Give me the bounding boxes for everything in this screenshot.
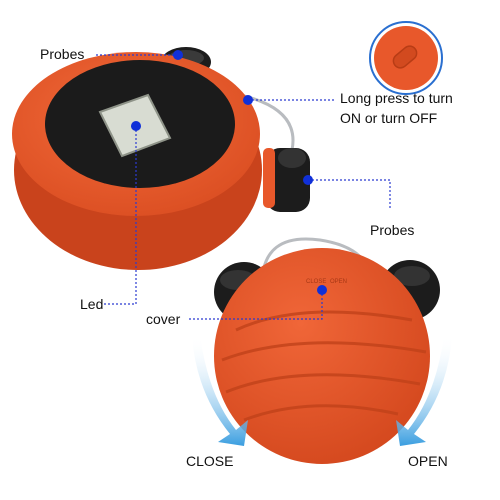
power-button-icon bbox=[392, 45, 418, 69]
rotate-open-arrow-icon bbox=[396, 335, 452, 446]
cover-mark-open: OPEN bbox=[330, 279, 347, 285]
marker-led bbox=[131, 121, 141, 131]
label-led: Led bbox=[80, 296, 104, 312]
power-button-inset bbox=[369, 21, 443, 95]
cover-ridges bbox=[221, 310, 427, 422]
label-close: CLOSE bbox=[186, 453, 234, 469]
top-timer-device bbox=[12, 47, 310, 270]
marker-power-button bbox=[243, 95, 253, 105]
label-open: OPEN bbox=[408, 453, 448, 469]
label-probes-right: Probes bbox=[370, 222, 415, 238]
right-probe bbox=[263, 148, 310, 212]
cover-marks: CLOSE OPEN bbox=[306, 279, 347, 285]
leader-lines bbox=[96, 54, 391, 320]
label-power-line2: ON or turn OFF bbox=[340, 110, 438, 126]
marker-cover bbox=[317, 285, 327, 295]
label-probes-top: Probes bbox=[40, 46, 85, 62]
label-cover: cover bbox=[146, 311, 181, 327]
callout-markers bbox=[131, 50, 327, 295]
bottom-timer-device: CLOSE OPEN bbox=[214, 237, 440, 464]
marker-right-probe bbox=[303, 175, 313, 185]
label-power-line1: Long press to turn bbox=[340, 90, 453, 106]
marker-top-probe bbox=[173, 50, 183, 60]
cover-mark-close: CLOSE bbox=[306, 279, 326, 285]
handle-wire bbox=[243, 94, 295, 151]
rotate-close-arrow-icon bbox=[192, 335, 248, 446]
